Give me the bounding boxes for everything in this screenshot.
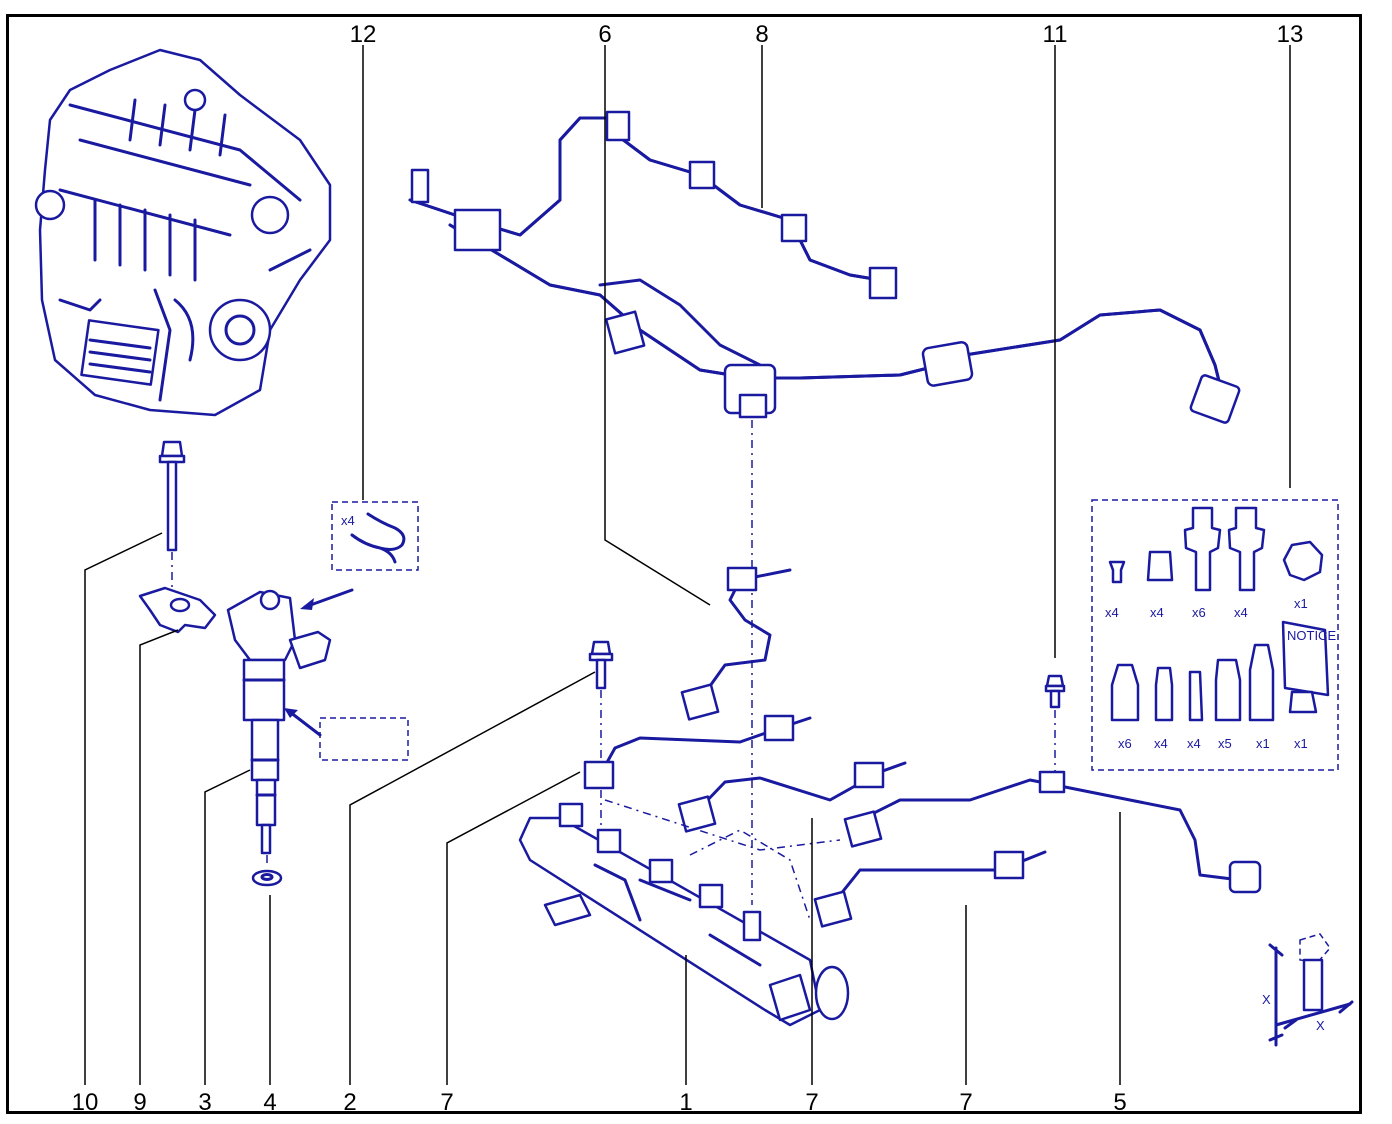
kit-qty-10: x1 <box>1256 736 1270 751</box>
callout-8: 8 <box>755 21 768 48</box>
kit-qty-1: x4 <box>1105 605 1119 620</box>
bolt-10 <box>158 440 186 552</box>
clip-kit-12: x4 <box>300 501 419 610</box>
leader-lines <box>84 45 1291 1085</box>
kit-qty-3: x6 <box>1192 605 1206 620</box>
diagram-frame <box>6 14 1362 1114</box>
callout-9: 9 <box>133 1089 146 1116</box>
callout-6: 6 <box>598 21 611 48</box>
injector-3 <box>226 589 332 855</box>
kit-qty-11: x1 <box>1294 736 1308 751</box>
callout-7-right: 7 <box>959 1089 972 1116</box>
kit-qty-2: x4 <box>1150 605 1164 620</box>
callout-5: 5 <box>1113 1089 1126 1116</box>
clip-kit-quantity: x4 <box>341 513 355 528</box>
tightening-x-label-1: X <box>1262 992 1271 1007</box>
callout-4: 4 <box>263 1089 276 1116</box>
washer-4 <box>251 869 283 887</box>
notice-booklet-label: NOTICE <box>1287 628 1336 643</box>
callout-numbers: 12 6 8 11 13 10 9 3 4 2 7 1 7 7 5 <box>72 21 1304 1116</box>
fuel-rail-1 <box>518 802 850 1027</box>
kit-qty-5: x1 <box>1294 596 1308 611</box>
bolt-2 <box>588 640 614 690</box>
kit-qty-4: x4 <box>1234 605 1248 620</box>
callout-3: 3 <box>198 1089 211 1116</box>
seal-box <box>319 717 409 761</box>
clamp-9 <box>138 586 217 634</box>
injector-harness <box>408 110 1241 424</box>
fuel-pipes <box>583 566 1262 928</box>
callout-7-left: 7 <box>440 1089 453 1116</box>
callout-1: 1 <box>679 1089 692 1116</box>
callout-11: 11 <box>1043 21 1068 48</box>
tightening-symbol: X X <box>1262 933 1354 1047</box>
kit-qty-7: x4 <box>1154 736 1168 751</box>
bolt-11 <box>1044 674 1066 709</box>
kit-bottom-quantities: x6 x4 x4 x5 x1 x1 <box>1118 736 1308 751</box>
callout-12: 12 <box>350 21 377 48</box>
callout-10: 10 <box>72 1089 99 1116</box>
kit-qty-6: x6 <box>1118 736 1132 751</box>
kit-qty-8: x4 <box>1187 736 1201 751</box>
callout-7-middle: 7 <box>805 1089 818 1116</box>
tightening-x-label-2: X <box>1316 1018 1325 1033</box>
kit-top-quantities: x4 x4 x6 x4 x1 <box>1105 596 1308 620</box>
engine-illustration <box>34 48 332 417</box>
kit-qty-9: x5 <box>1218 736 1232 751</box>
fitting-kit-13: x4 x4 x6 x4 x1 NOTICE x6 x4 x4 x5 x1 x1 <box>1091 499 1339 771</box>
callout-13: 13 <box>1277 21 1304 48</box>
callout-2: 2 <box>343 1089 356 1116</box>
